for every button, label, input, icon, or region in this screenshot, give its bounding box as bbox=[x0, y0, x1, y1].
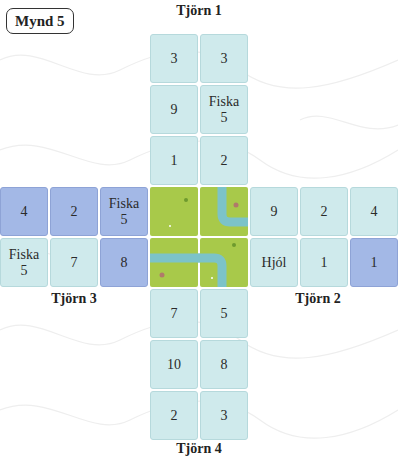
pond-tile: 1 bbox=[300, 238, 348, 287]
pond-tile: 2 bbox=[150, 391, 198, 440]
pond-label: Tjörn 2 bbox=[295, 291, 341, 307]
figure-title: Mynd 5 bbox=[15, 13, 65, 29]
tile-text: 9 bbox=[271, 204, 278, 219]
tile-text: 1 bbox=[371, 255, 378, 270]
tile-text: 10 bbox=[167, 357, 181, 372]
tile-text: 4 bbox=[371, 204, 378, 219]
pond-tile: 8 bbox=[200, 340, 248, 389]
tile-text: 7 bbox=[71, 255, 78, 270]
figure-title-box: Mynd 5 bbox=[6, 8, 74, 34]
pond-label: Tjörn 3 bbox=[51, 291, 97, 307]
tile-text: 7 bbox=[171, 306, 178, 321]
land-board bbox=[150, 187, 248, 287]
wave-pattern bbox=[0, 51, 398, 438]
tile-text: Hjól bbox=[262, 255, 287, 270]
tile-text: 1 bbox=[321, 255, 328, 270]
pond-tile: Fiska 5 bbox=[0, 238, 48, 287]
pond-tile: 1 bbox=[350, 238, 398, 287]
pond-tile: 1 bbox=[150, 136, 198, 185]
tile-text: Fiska 5 bbox=[105, 196, 143, 227]
tile-text: 2 bbox=[71, 204, 78, 219]
pond-tile: Fiska 5 bbox=[200, 85, 248, 134]
tile-text: 8 bbox=[121, 255, 128, 270]
pond-tile: 2 bbox=[200, 136, 248, 185]
tile-text: 3 bbox=[221, 51, 228, 66]
tile-text: Fiska 5 bbox=[205, 94, 243, 125]
pond-tile: 7 bbox=[50, 238, 98, 287]
pond-tile: 4 bbox=[0, 187, 48, 236]
tile-text: 3 bbox=[171, 51, 178, 66]
tile-text: 2 bbox=[221, 153, 228, 168]
pond-tile: 3 bbox=[150, 34, 198, 83]
pond-label: Tjörn 1 bbox=[176, 3, 222, 19]
tile-text: 2 bbox=[171, 408, 178, 423]
tile-text: Fiska 5 bbox=[5, 247, 43, 278]
pond-tile: 9 bbox=[250, 187, 298, 236]
pond-tile: 2 bbox=[300, 187, 348, 236]
pond-tile: 4 bbox=[350, 187, 398, 236]
pond-tile: 3 bbox=[200, 391, 248, 440]
pond-tile: Fiska 5 bbox=[100, 187, 148, 236]
pond-tile: 10 bbox=[150, 340, 198, 389]
tile-text: 2 bbox=[321, 204, 328, 219]
pond-tile: 5 bbox=[200, 289, 248, 338]
pond-tile: 8 bbox=[100, 238, 148, 287]
tile-text: 1 bbox=[171, 153, 178, 168]
pond-label: Tjörn 4 bbox=[176, 441, 222, 457]
tile-text: 9 bbox=[171, 102, 178, 117]
pond-tile: 2 bbox=[50, 187, 98, 236]
tile-text: 5 bbox=[221, 306, 228, 321]
tile-text: 3 bbox=[221, 408, 228, 423]
tile-text: 4 bbox=[21, 204, 28, 219]
tile-text: 8 bbox=[221, 357, 228, 372]
pond-tile: 3 bbox=[200, 34, 248, 83]
pond-tile: 9 bbox=[150, 85, 198, 134]
pond-tile: 7 bbox=[150, 289, 198, 338]
pond-tile: Hjól bbox=[250, 238, 298, 287]
